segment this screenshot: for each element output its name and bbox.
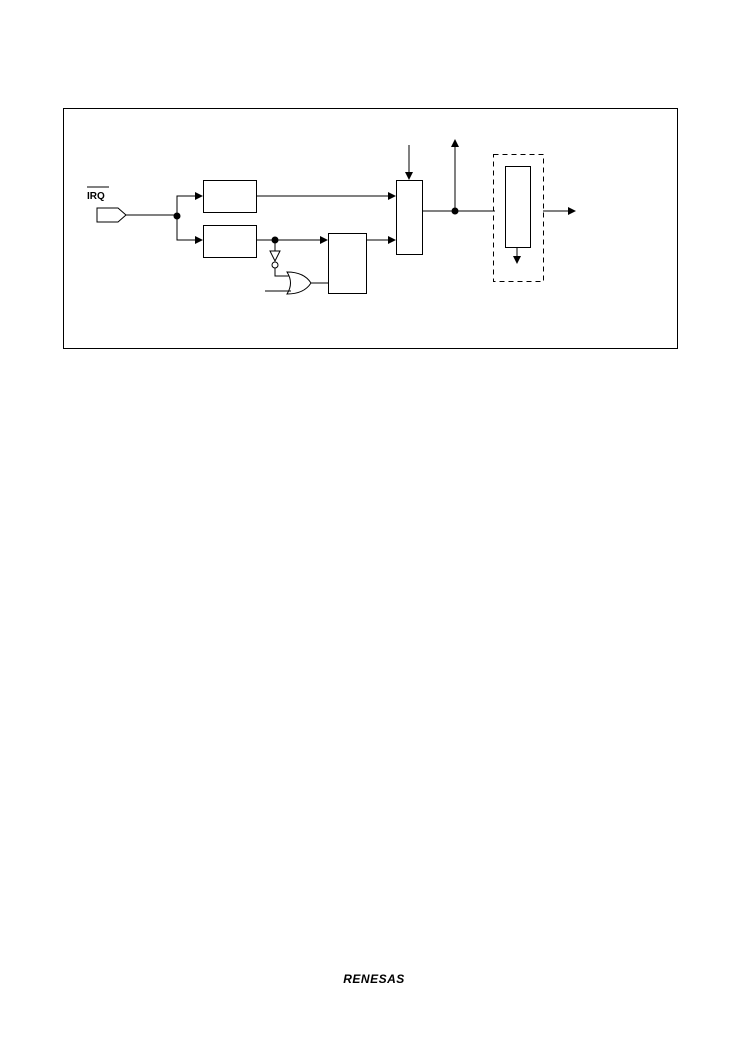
diagram-frame (63, 108, 678, 349)
renesas-logo: RENESAS (343, 972, 405, 986)
register-block (505, 166, 531, 248)
irq-pin-label: IRQ (87, 191, 105, 202)
edge-detect-block-upper (203, 180, 257, 213)
inverter-bubble (271, 261, 279, 269)
or-gate (286, 271, 312, 295)
latch-block (328, 233, 367, 294)
selector-block (396, 180, 423, 255)
dashed-enclosure (493, 154, 544, 282)
irq-input-pin (96, 207, 127, 223)
inverter-gate (269, 250, 281, 263)
edge-detect-block-lower (203, 225, 257, 258)
